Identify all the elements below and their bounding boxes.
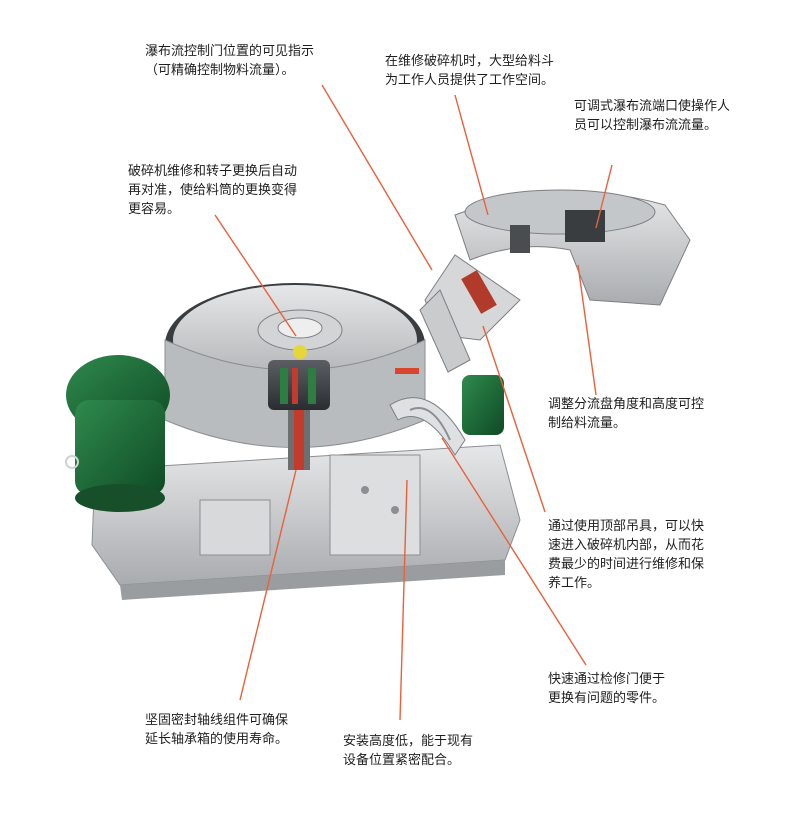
leader-low-height [399, 479, 408, 721]
leader-top-lifting [482, 325, 546, 513]
leader-feed-hopper [454, 94, 489, 216]
right-motor [462, 375, 504, 435]
leader-lines [214, 84, 613, 721]
callout-sealed-shaft: 坚固密封轴线组件可确保 延长轴承箱的使用寿命。 [145, 713, 289, 747]
callout-cascade-port: 可调式瀑布流端口使操作人 员可以控制瀑布流流量。 [574, 99, 731, 133]
leader-sealed-shaft [239, 469, 297, 701]
crusher-drum [164, 283, 426, 448]
callout-distributor-plate: 调整分流盘角度和高度可控 制给料流量。 [548, 397, 705, 431]
leader-cascade-port [595, 164, 613, 229]
callout-top-lifting: 通过使用顶部吊具，可以快 速进入破碎机内部，从而花 费最少的时间进行维修和保 养… [548, 519, 705, 591]
inspection-door [389, 397, 466, 456]
distributor-marker [395, 368, 419, 374]
leader-rotor-realign [214, 214, 297, 337]
rotor-assembly [268, 360, 330, 470]
callout-rotor-realign: 破碎机维修和转子更换后自动 再对准，使给料筒的更换变得 更容易。 [128, 164, 298, 217]
leader-flow-gate [321, 84, 433, 271]
feed-hopper [419, 189, 691, 373]
callout-inspection-door: 快速通过检修门便于 更换有问题的零件。 [548, 672, 666, 706]
callout-low-height: 安装高度低，能于现有 设备位置紧密配合。 [343, 734, 474, 768]
leader-inspection-door [441, 437, 587, 666]
callout-feed-hopper: 在维修破碎机时，大型给料斗 为工作人员提供了工作空间。 [385, 54, 555, 88]
base-frame [91, 444, 521, 600]
leader-distributor [577, 264, 597, 396]
left-motor [65, 355, 170, 512]
callout-flow-gate-indicator: 瀑布流控制门位置的可见指示 （可精确控制物料流量）。 [145, 44, 315, 78]
